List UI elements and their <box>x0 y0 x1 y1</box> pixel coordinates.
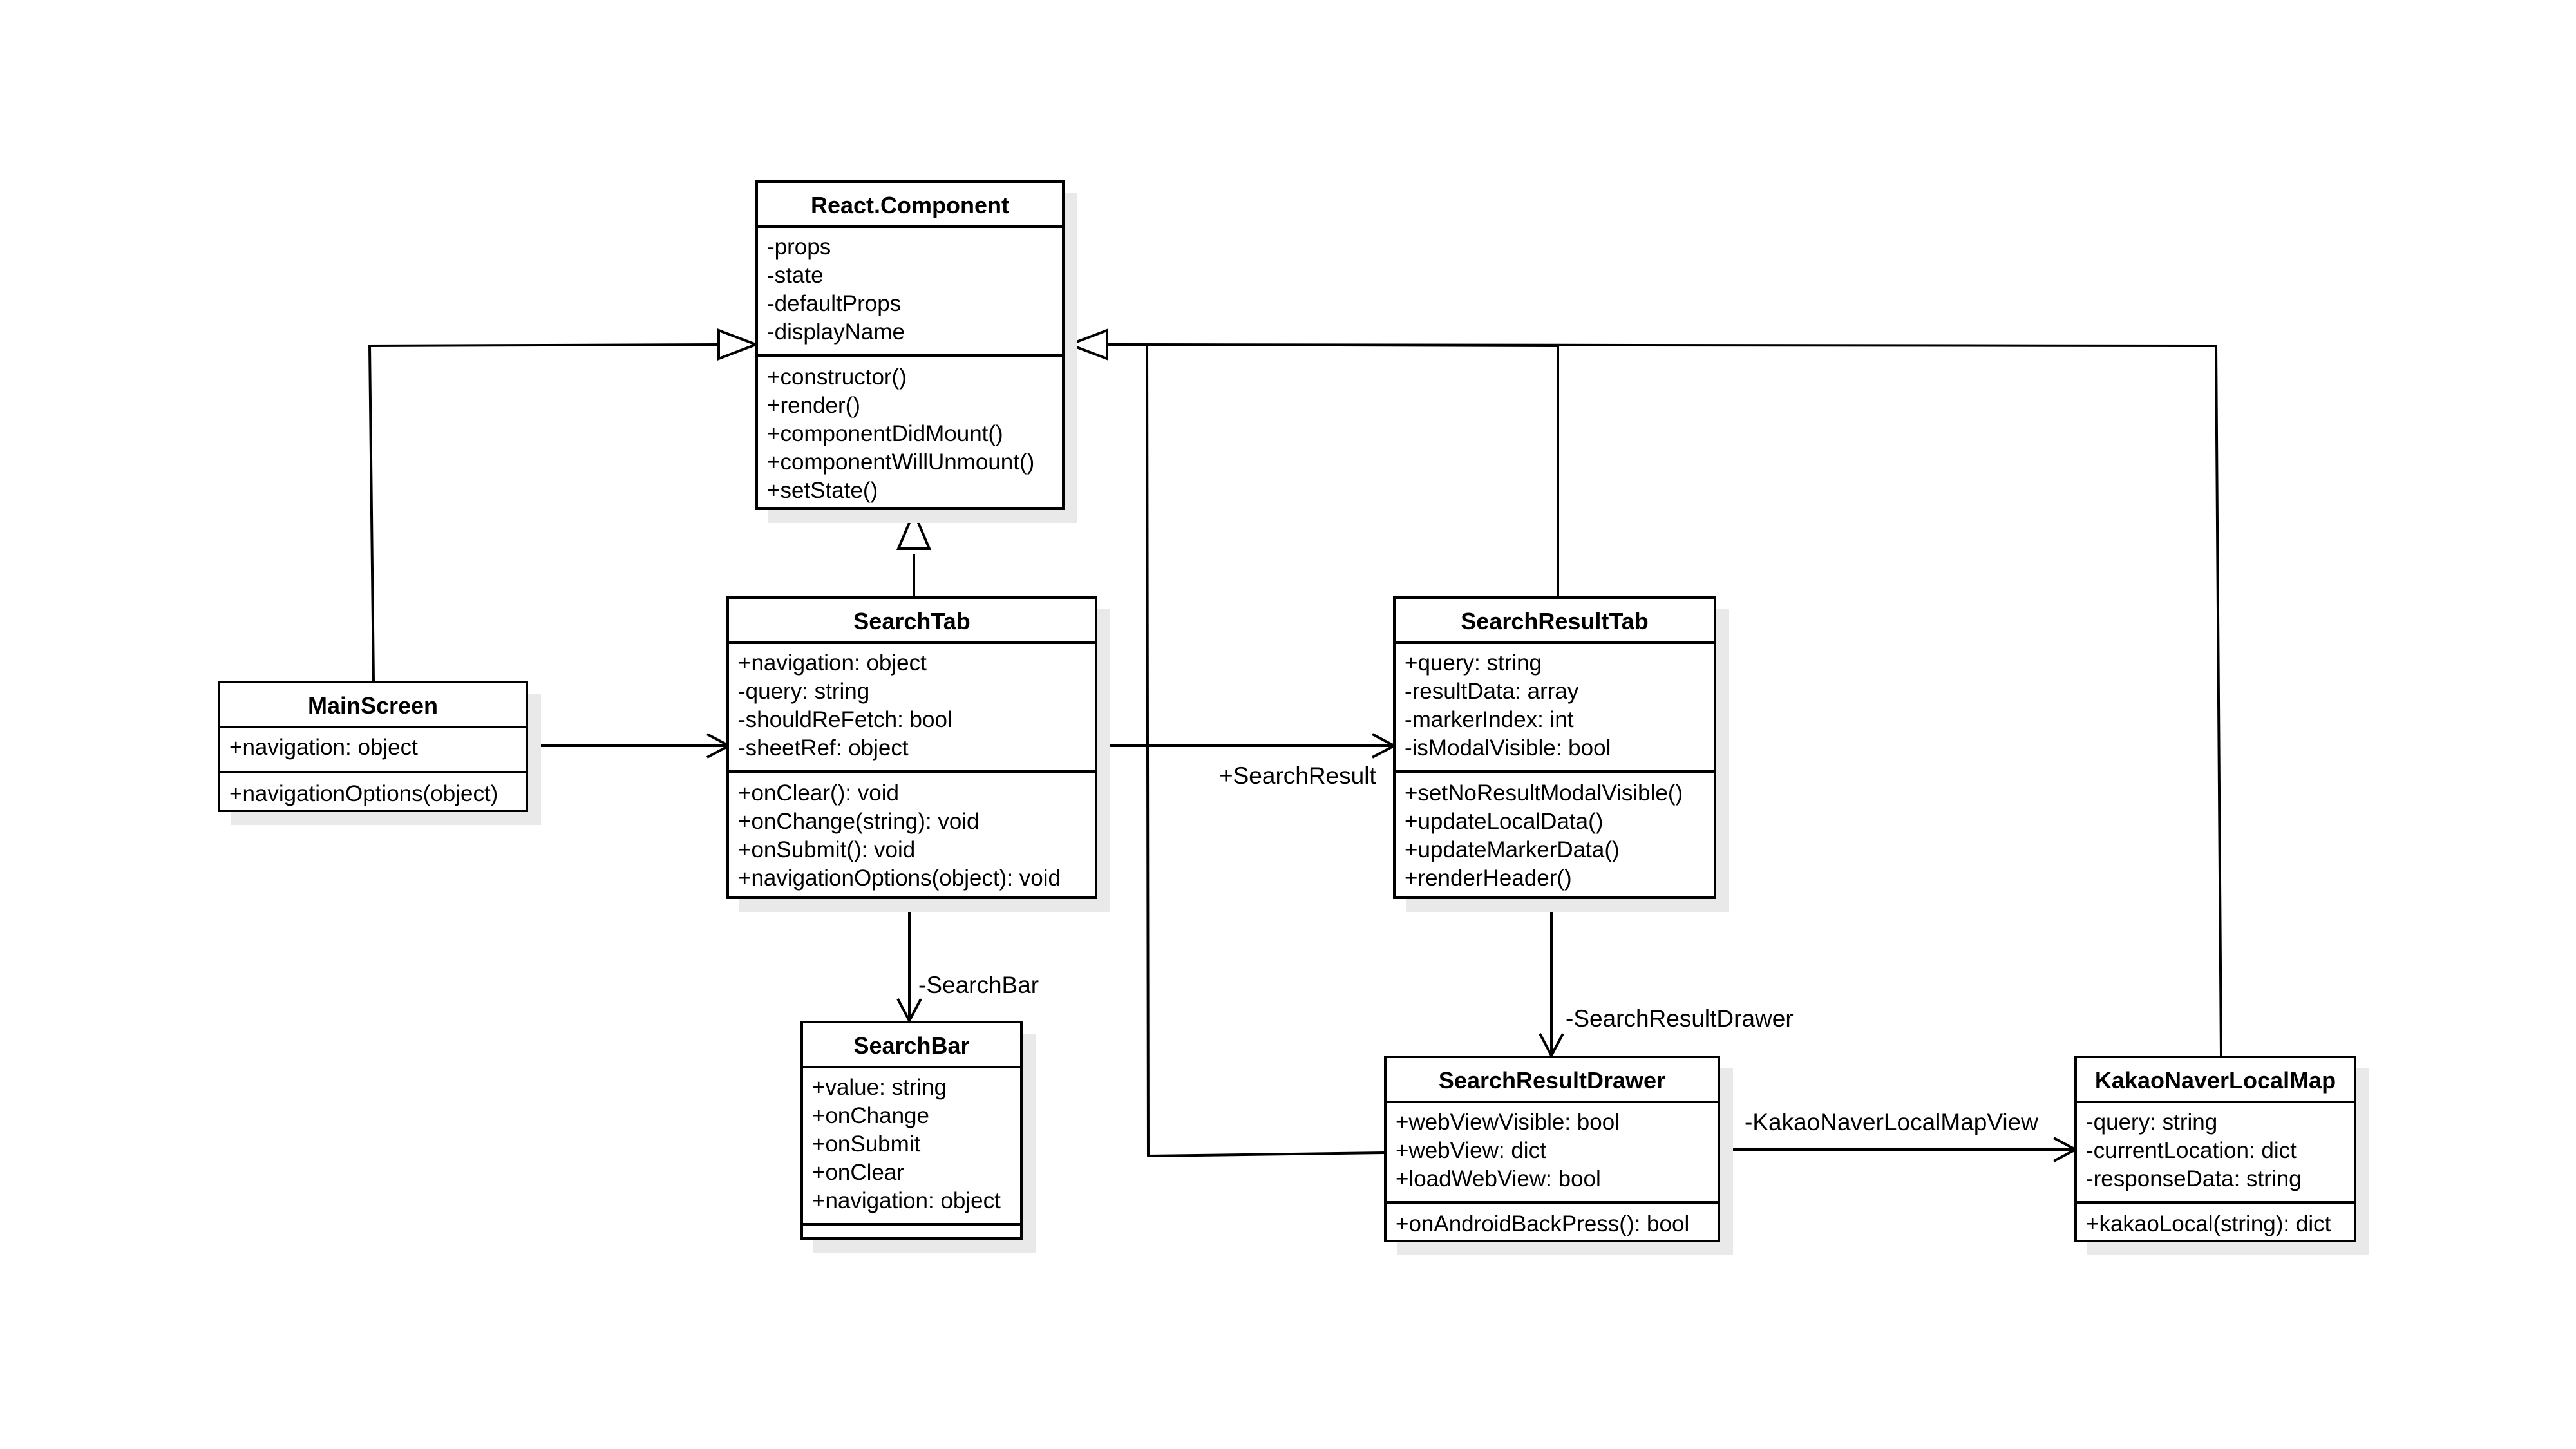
attributes-section: +value: string +onChange +onSubmit +onCl… <box>803 1068 1020 1223</box>
methods-section: +constructor() +render() +componentDidMo… <box>758 354 1062 511</box>
mainscreen-inheritance-line <box>368 343 719 682</box>
attribute: +navigation: object <box>229 735 418 760</box>
attribute: +query: string <box>1405 650 1542 676</box>
method: +componentWillUnmount() <box>767 450 1035 475</box>
method: +updateLocalData() <box>1405 809 1604 834</box>
inheritance-triangle-left <box>717 328 760 361</box>
attribute: -query: string <box>738 679 870 704</box>
attribute: -displayName <box>767 319 905 345</box>
attribute: +onClear <box>812 1160 905 1185</box>
attributes-section: +navigation: object -query: string -shou… <box>729 644 1095 770</box>
attributes-section: +query: string -resultData: array -marke… <box>1396 644 1714 770</box>
attribute: +onSubmit <box>812 1132 921 1157</box>
class-name: MainScreen <box>220 683 526 728</box>
attribute: +webView: dict <box>1396 1138 1546 1163</box>
method: +setNoResultModalVisible() <box>1405 781 1683 806</box>
label-search-result-drawer: -SearchResultDrawer <box>1566 1005 1794 1032</box>
attribute: +navigation: object <box>738 650 927 676</box>
attribute: -query: string <box>2086 1110 2218 1135</box>
method: +onAndroidBackPress(): bool <box>1396 1211 1690 1236</box>
attribute: -currentLocation: dict <box>2086 1138 2297 1163</box>
inheritance-triangle-right <box>1066 328 1108 361</box>
class-react-component[interactable]: React.Component -props -state -defaultPr… <box>755 180 1065 510</box>
class-searchresulttab[interactable]: SearchResultTab +query: string -resultDa… <box>1393 596 1716 899</box>
label-kakao-naver-local-map-view: -KakaoNaverLocalMapView <box>1745 1109 2038 1135</box>
class-name: SearchResultDrawer <box>1387 1058 1718 1103</box>
method: +kakaoLocal(string): dict <box>2086 1211 2331 1236</box>
class-name: SearchBar <box>803 1023 1020 1068</box>
class-kakaonaverlocalmap[interactable]: KakaoNaverLocalMap -query: string -curre… <box>2074 1056 2356 1242</box>
class-name: React.Component <box>758 183 1062 228</box>
class-name: SearchResultTab <box>1396 599 1714 644</box>
attribute: -props <box>767 234 831 260</box>
attribute: +navigation: object <box>812 1188 1001 1213</box>
searchresultdrawer-inheritance-line <box>1146 343 1385 1158</box>
method: +componentDidMount() <box>767 421 1003 446</box>
attribute: +onChange <box>812 1103 929 1128</box>
label-search-result: +SearchResult <box>1219 762 1376 789</box>
method: +onSubmit(): void <box>738 837 916 862</box>
method: +renderHeader() <box>1405 866 1572 891</box>
class-name: KakaoNaverLocalMap <box>2077 1058 2354 1103</box>
attribute: -sheetRef: object <box>738 735 909 761</box>
method: +updateMarkerData() <box>1405 837 1620 862</box>
method: +onClear(): void <box>738 781 899 806</box>
searchresulttab-inheritance-line <box>1106 343 1559 596</box>
kakaomap-inheritance-line <box>1106 343 2222 1057</box>
label-search-bar: -SearchBar <box>918 972 1039 998</box>
attributes-section: -query: string -currentLocation: dict -r… <box>2077 1103 2354 1201</box>
attribute: -defaultProps <box>767 291 902 316</box>
attribute: -state <box>767 263 824 288</box>
class-mainscreen[interactable]: MainScreen +navigation: object +navigati… <box>218 681 528 812</box>
methods-section: +navigationOptions(object) <box>220 771 526 815</box>
methods-section-empty <box>803 1223 1020 1226</box>
attribute: +webViewVisible: bool <box>1396 1110 1620 1135</box>
methods-section: +onAndroidBackPress(): bool <box>1387 1201 1718 1245</box>
attribute: -isModalVisible: bool <box>1405 735 1611 761</box>
class-name: SearchTab <box>729 599 1095 644</box>
attribute: -markerIndex: int <box>1405 707 1574 732</box>
class-searchtab[interactable]: SearchTab +navigation: object -query: st… <box>726 596 1097 899</box>
method: +navigationOptions(object): void <box>738 866 1061 891</box>
methods-section: +setNoResultModalVisible() +updateLocalD… <box>1396 770 1714 899</box>
methods-section: +kakaoLocal(string): dict <box>2077 1201 2354 1245</box>
attribute: -resultData: array <box>1405 679 1579 704</box>
attributes-section: +navigation: object <box>220 728 526 771</box>
method: +constructor() <box>767 365 907 390</box>
attribute: +loadWebView: bool <box>1396 1166 1601 1191</box>
methods-section: +onClear(): void +onChange(string): void… <box>729 770 1095 899</box>
attribute: +value: string <box>812 1075 947 1100</box>
method: +render() <box>767 393 860 418</box>
attributes-section: -props -state -defaultProps -displayName <box>758 228 1062 354</box>
attribute: -responseData: string <box>2086 1166 2302 1191</box>
attributes-section: +webViewVisible: bool +webView: dict +lo… <box>1387 1103 1718 1201</box>
inheritance-triangle-bottom <box>896 508 932 550</box>
method: +navigationOptions(object) <box>229 781 498 806</box>
method: +onChange(string): void <box>738 809 980 834</box>
class-searchbar[interactable]: SearchBar +value: string +onChange +onSu… <box>800 1021 1023 1240</box>
attribute: -shouldReFetch: bool <box>738 707 952 732</box>
class-searchresultdrawer[interactable]: SearchResultDrawer +webViewVisible: bool… <box>1384 1056 1720 1242</box>
method: +setState() <box>767 478 878 503</box>
